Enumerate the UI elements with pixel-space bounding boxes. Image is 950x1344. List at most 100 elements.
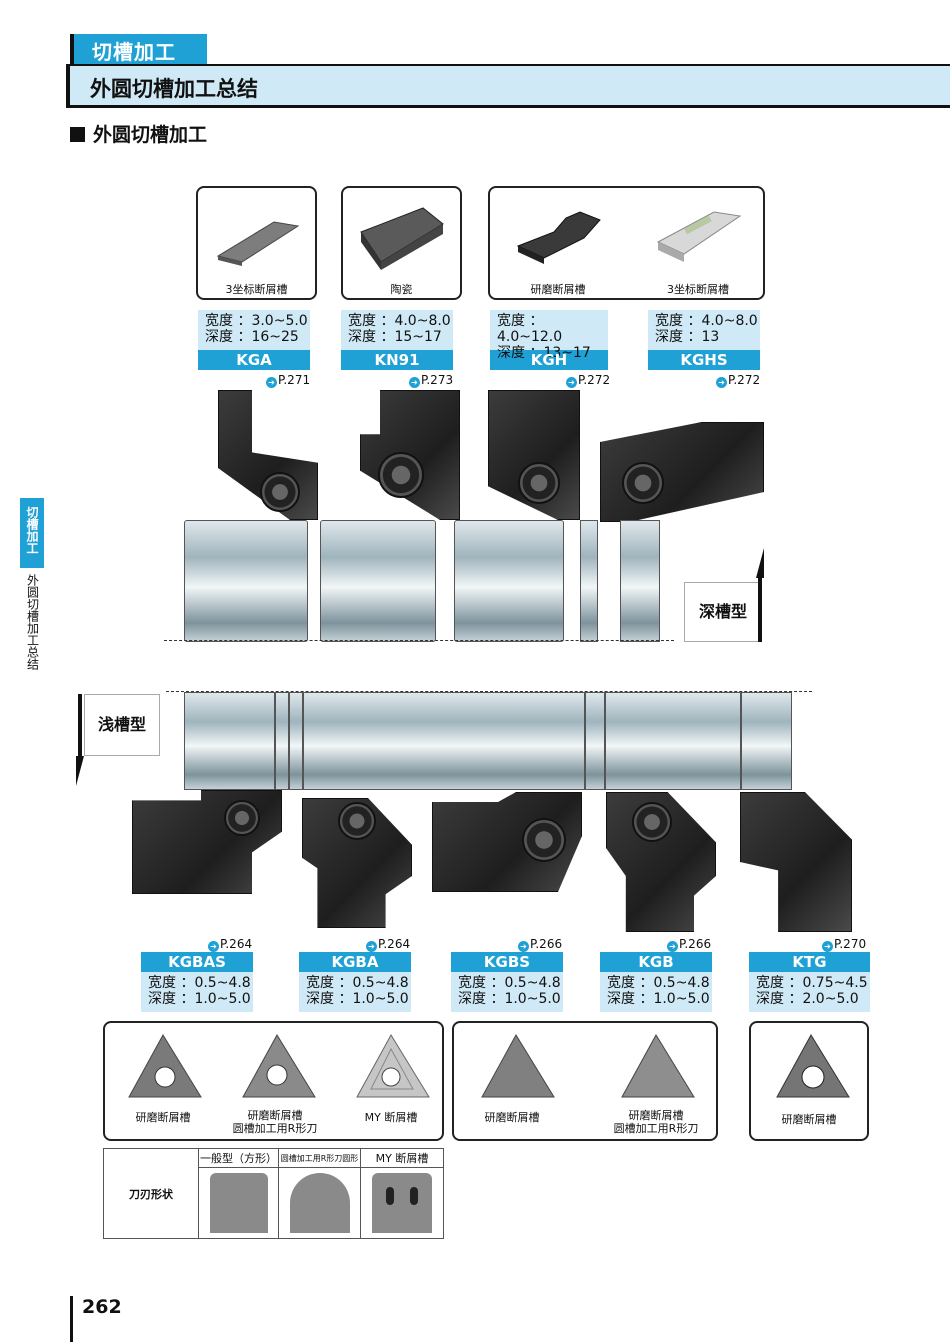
clamp-screw-icon	[260, 472, 300, 512]
product-code: KGHS	[648, 350, 760, 370]
arrow-right-icon: ➔	[266, 377, 277, 388]
product-code: KGB	[600, 952, 712, 972]
clamp-screw-icon	[518, 462, 560, 504]
side-index-tab: 切槽加工	[20, 498, 44, 568]
page-ref-link[interactable]: ➔P.266	[667, 937, 711, 952]
workpiece-bar	[184, 692, 792, 790]
arrow-shaft	[78, 694, 82, 756]
insert-caption: MY 断屑槽	[364, 1111, 418, 1124]
insert-box-group-a: 研磨断屑槽 研磨断屑槽圆槽加工用R形刀 MY 断屑槽	[103, 1021, 444, 1141]
arrow-up-icon	[756, 548, 764, 578]
kgh-insert-icon	[516, 211, 601, 264]
col-header: 圆槽加工用R形刀圆形	[278, 1148, 361, 1168]
edge-shape-table: 刀刃形状 一般型（方形） 圆槽加工用R形刀圆形 MY 断屑槽	[103, 1148, 444, 1239]
centerline	[166, 691, 812, 692]
insert-caption: 陶瓷	[390, 283, 413, 296]
insert-caption: 研磨断屑槽	[530, 283, 586, 296]
kghs-insert-icon	[656, 211, 742, 262]
workpiece-bar	[320, 520, 436, 642]
side-tab-text: 切槽加工	[25, 506, 39, 554]
workpiece-bar	[184, 520, 308, 642]
arrow-right-icon: ➔	[822, 941, 833, 952]
my-edge-icon	[360, 1167, 444, 1239]
arrow-right-icon: ➔	[366, 941, 377, 952]
clamp-screw-icon	[622, 462, 664, 504]
col-header: MY 断屑槽	[360, 1148, 444, 1168]
row-label: 刀刃形状	[103, 1148, 199, 1239]
deep-groove-illustration: 深槽型	[160, 386, 780, 648]
col-header: 一般型（方形）	[198, 1148, 279, 1168]
triangle-insert-icon	[481, 1034, 555, 1098]
arrow-right-icon: ➔	[716, 377, 727, 388]
clamp-screw-icon	[338, 802, 376, 840]
square-bullet-icon	[70, 127, 85, 142]
centerline	[164, 640, 674, 641]
page-ref-link[interactable]: ➔P.273	[409, 373, 453, 388]
spec-card-kgh: 宽度 ：4.0~12.0深度 ：13~17 KGH	[490, 310, 608, 370]
page-ref-link[interactable]: ➔P.272	[566, 373, 610, 388]
kn91-insert-icon	[360, 207, 444, 270]
triangle-insert-icon	[128, 1034, 202, 1098]
insert-box-group-b: 研磨断屑槽 研磨断屑槽圆槽加工用R形刀	[452, 1021, 718, 1141]
product-code: KTG	[749, 952, 870, 972]
groove-line	[274, 692, 276, 790]
arrow-right-icon: ➔	[208, 941, 219, 952]
triangle-insert-icon	[356, 1034, 430, 1098]
page-ref-link[interactable]: ➔P.272	[716, 373, 760, 388]
insert-caption: 研磨断屑槽	[135, 1111, 191, 1124]
triangle-insert-icon	[621, 1034, 695, 1098]
product-code: KGBAS	[141, 952, 253, 972]
page-number: 262	[82, 1296, 122, 1318]
side-index-text: 外圆切槽加工总结	[25, 574, 40, 670]
shallow-groove-label: 浅槽型	[84, 694, 160, 756]
page-ref-link[interactable]: ➔P.266	[518, 937, 562, 952]
product-code: KGH	[490, 350, 608, 370]
section-heading: 外圆切槽加工	[70, 120, 207, 147]
groove-line	[740, 692, 742, 790]
groove-line	[604, 692, 606, 790]
tool-holder	[132, 790, 282, 894]
insert-caption: 研磨断屑槽圆槽加工用R形刀	[613, 1109, 699, 1135]
square-edge-icon	[198, 1167, 279, 1239]
workpiece-bar	[620, 520, 660, 642]
product-code: KGA	[198, 350, 310, 370]
insert-box-group-c: 研磨断屑槽	[749, 1021, 869, 1141]
page-ref-link[interactable]: ➔P.270	[822, 937, 866, 952]
insert-caption: 3坐标断屑槽	[667, 283, 729, 296]
product-code: KN91	[341, 350, 453, 370]
insert-caption: 研磨断屑槽	[484, 1111, 540, 1124]
page-ref-link[interactable]: ➔P.271	[266, 373, 310, 388]
tool-holder	[740, 792, 852, 932]
workpiece-bar	[454, 520, 564, 642]
page-ref-link[interactable]: ➔P.264	[208, 937, 252, 952]
page-number-rule	[70, 1296, 73, 1342]
arrow-right-icon: ➔	[667, 941, 678, 952]
groove-line	[584, 692, 586, 790]
insert-caption: 研磨断屑槽	[781, 1113, 837, 1126]
shallow-groove-illustration: 浅槽型	[76, 688, 852, 932]
triangle-insert-icon	[776, 1034, 850, 1098]
arrow-right-icon: ➔	[409, 377, 420, 388]
triangle-insert-icon	[242, 1034, 316, 1098]
deep-groove-label: 深槽型	[684, 582, 762, 642]
insert-box-kga: 3坐标断屑槽	[196, 186, 317, 300]
product-code: KGBS	[451, 952, 563, 972]
insert-box-kgh-kghs: 研磨断屑槽 3坐标断屑槽	[488, 186, 765, 300]
clamp-screw-icon	[522, 818, 566, 862]
groove-line	[302, 692, 304, 790]
clamp-screw-icon	[632, 802, 672, 842]
insert-caption: 3坐标断屑槽	[225, 283, 288, 296]
kga-insert-icon	[216, 221, 300, 266]
insert-box-kn91: 陶瓷	[341, 186, 462, 300]
arrow-down-icon	[76, 756, 84, 786]
page-ref-link[interactable]: ➔P.264	[366, 937, 410, 952]
groove-line	[288, 692, 290, 790]
product-code: KGBA	[299, 952, 411, 972]
category-tab: 切槽加工	[70, 34, 207, 64]
